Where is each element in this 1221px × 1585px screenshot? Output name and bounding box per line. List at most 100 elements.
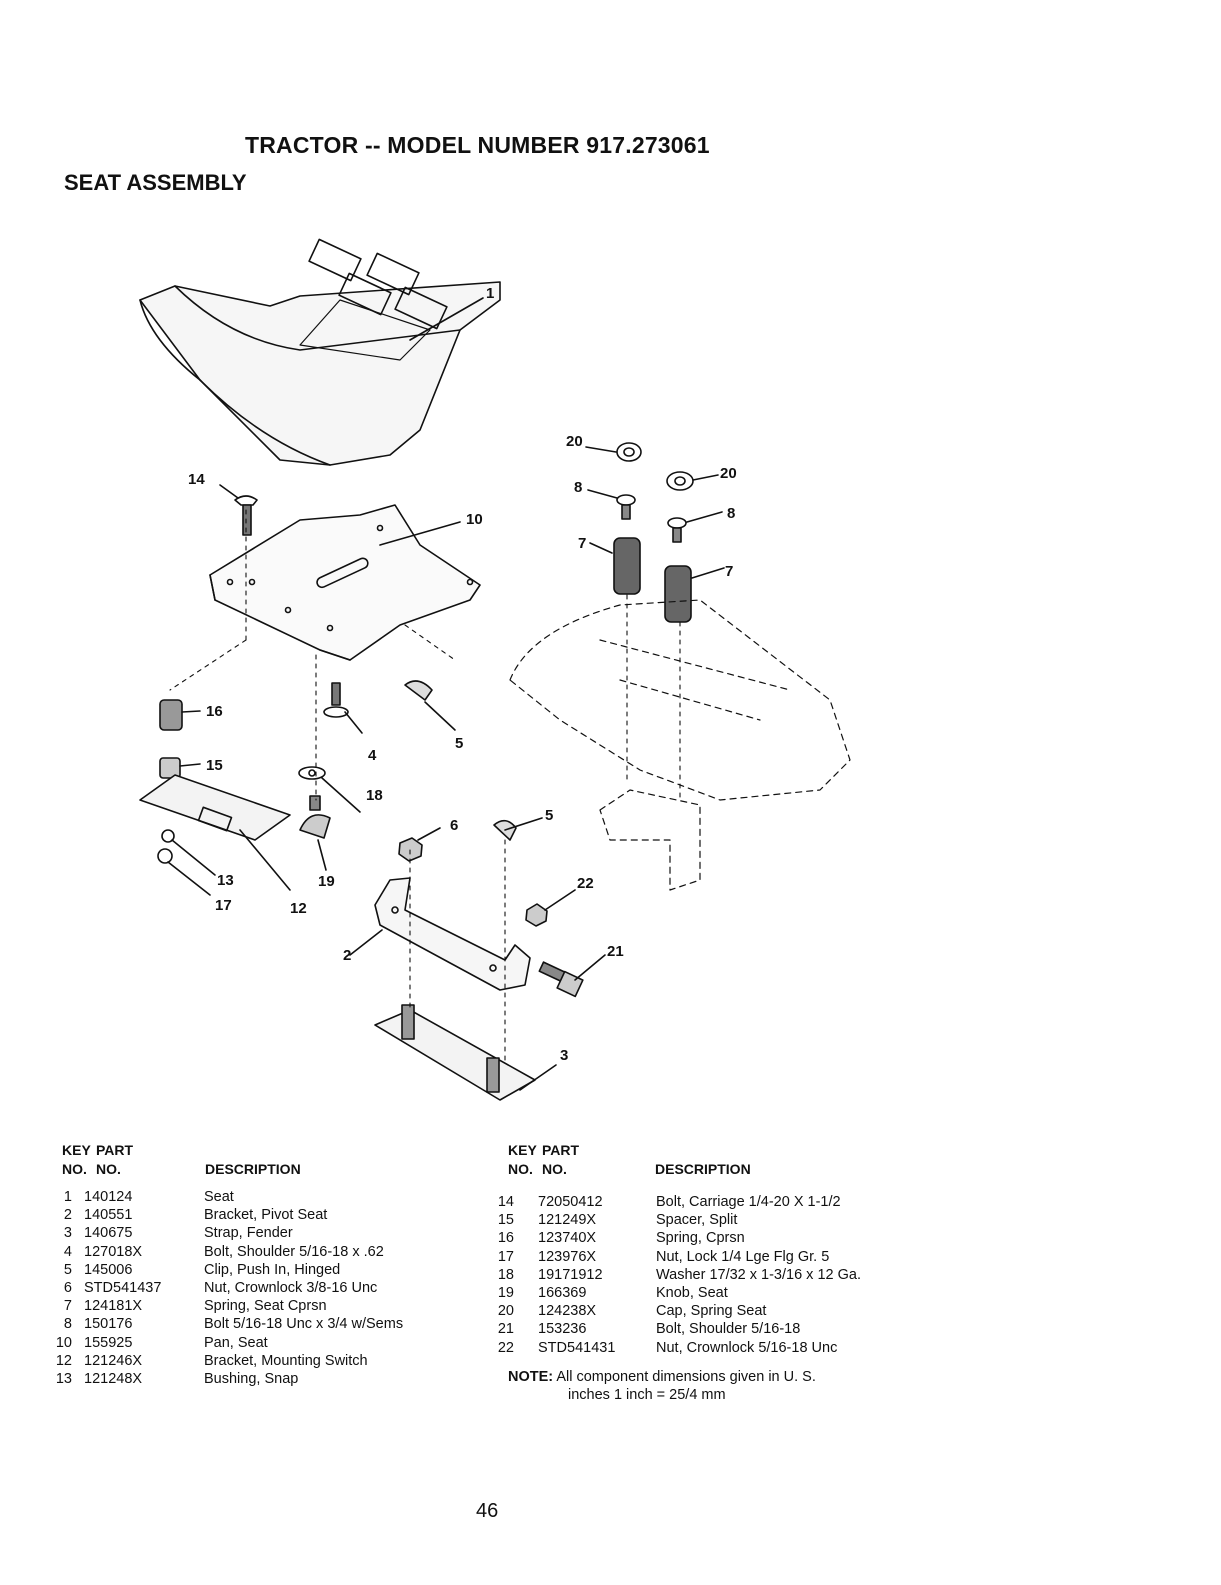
dimension-note: NOTE: All component dimensions given in … — [508, 1368, 816, 1404]
key-cell: 1 — [63, 1189, 72, 1205]
page-title: TRACTOR -- MODEL NUMBER 917.273061 — [245, 132, 710, 158]
description-cell: Cap, Spring Seat — [656, 1303, 767, 1320]
description-cell: Spacer, Split — [656, 1212, 738, 1229]
key-cell: 4 — [63, 1243, 72, 1260]
callout-5a: 5 — [455, 735, 463, 752]
part-header-no-right: NO. — [542, 1161, 567, 1177]
description-cell: Bracket, Mounting Switch — [204, 1352, 368, 1369]
callout-8a: 8 — [574, 479, 582, 496]
key-cell: 2 — [63, 1207, 72, 1224]
part-number-cell: 127018X — [84, 1243, 143, 1260]
key-cell: 10 — [55, 1334, 72, 1351]
key-header-top-right: KEY — [508, 1142, 537, 1158]
callout-5b: 5 — [545, 807, 553, 824]
part-number-cell: STD541431 — [538, 1339, 616, 1356]
key-header-no-right: NO. — [508, 1161, 533, 1177]
note-line-2: inches 1 inch = 25/4 mm — [568, 1387, 726, 1403]
part-number-cell: 124181X — [84, 1298, 143, 1315]
description-cell: Knob, Seat — [656, 1285, 728, 1301]
key-cell: 3 — [63, 1225, 72, 1242]
callout-14: 14 — [188, 471, 205, 488]
part-number-cell: 19171912 — [538, 1266, 603, 1283]
note-line-1: All component dimensions given in U. S. — [556, 1369, 816, 1385]
part-number-cell: 121248X — [84, 1371, 143, 1387]
callout-22: 22 — [577, 875, 594, 892]
description-cell: Bushing, Snap — [204, 1371, 299, 1387]
part-number-cell: 140124 — [84, 1189, 133, 1205]
part-number-cell: 140551 — [84, 1207, 133, 1224]
key-cell: 15 — [497, 1212, 514, 1229]
key-cell: 12 — [55, 1352, 72, 1369]
description-cell: Bolt, Shoulder 5/16-18 x .62 — [204, 1243, 384, 1260]
part-number-cell: 121246X — [84, 1352, 143, 1369]
part-number-cell: 123740X — [538, 1230, 597, 1247]
description-cell: Bolt 5/16-18 Unc x 3/4 w/Sems — [204, 1316, 404, 1333]
description-cell: Bolt, Carriage 1/4-20 X 1-1/2 — [656, 1194, 841, 1210]
key-cell: 14 — [497, 1194, 514, 1210]
callout-7b: 7 — [725, 563, 733, 580]
callout-21: 21 — [607, 943, 624, 960]
part-number-cell: 153236 — [538, 1321, 587, 1338]
part-number-cell: 123976X — [538, 1248, 597, 1265]
callout-16: 16 — [206, 703, 223, 720]
callout-17: 17 — [215, 897, 232, 914]
key-cell: 19 — [497, 1285, 514, 1301]
key-cell: 20 — [497, 1303, 514, 1320]
callout-6: 6 — [450, 817, 458, 834]
callout-20b: 20 — [720, 465, 737, 482]
key-cell: 7 — [63, 1298, 72, 1315]
page-number: 46 — [476, 1500, 499, 1522]
key-cell: 16 — [497, 1230, 514, 1247]
part-number-cell: 166369 — [538, 1285, 587, 1301]
part-header-top: PART — [96, 1142, 134, 1158]
key-cell: 8 — [63, 1316, 72, 1333]
key-cell: 5 — [63, 1261, 72, 1278]
key-header-no: NO. — [62, 1161, 87, 1177]
description-header: DESCRIPTION — [205, 1161, 301, 1177]
callout-7a: 7 — [578, 535, 586, 552]
description-cell: Nut, Crownlock 3/8-16 Unc — [204, 1280, 378, 1296]
callout-18: 18 — [366, 787, 383, 804]
key-cell: 22 — [497, 1339, 514, 1356]
callout-15: 15 — [206, 757, 223, 774]
callout-8b: 8 — [727, 505, 735, 522]
part-number-cell: 155925 — [84, 1334, 133, 1351]
description-cell: Nut, Lock 1/4 Lge Flg Gr. 5 — [656, 1248, 830, 1265]
key-cell: 13 — [55, 1371, 72, 1387]
description-cell: Spring, Seat Cprsn — [204, 1298, 327, 1315]
key-cell: 17 — [497, 1248, 514, 1265]
description-cell: Pan, Seat — [204, 1334, 268, 1351]
callout-3: 3 — [560, 1047, 568, 1064]
description-cell: Washer 17/32 x 1-3/16 x 12 Ga. — [656, 1266, 861, 1283]
callout-20a: 20 — [566, 433, 583, 450]
part-number-cell: 121249X — [538, 1212, 597, 1229]
seat-pan-part — [209, 504, 481, 661]
callout-19: 19 — [318, 873, 335, 890]
key-cell: 6 — [63, 1280, 72, 1296]
key-header-top: KEY — [62, 1142, 91, 1158]
key-cell: 18 — [497, 1266, 514, 1283]
exploded-parts-diagram: 1 2 3 4 5 5 6 7 7 8 8 10 12 13 14 15 16 … — [139, 238, 851, 1101]
callout-4: 4 — [368, 747, 377, 764]
description-cell: Strap, Fender — [204, 1225, 293, 1242]
part-header-no: NO. — [96, 1161, 121, 1177]
part-number-cell: 124238X — [538, 1303, 597, 1320]
description-cell: Clip, Push In, Hinged — [204, 1261, 341, 1278]
description-header-right: DESCRIPTION — [655, 1161, 751, 1177]
description-cell: Seat — [204, 1189, 234, 1205]
description-cell: Bolt, Shoulder 5/16-18 — [656, 1321, 801, 1338]
part-header-top-right: PART — [542, 1142, 580, 1158]
section-title: SEAT ASSEMBLY — [64, 170, 247, 195]
part-number-cell: 145006 — [84, 1261, 133, 1278]
part-number-cell: 140675 — [84, 1225, 133, 1242]
description-cell: Spring, Cprsn — [656, 1230, 745, 1247]
callout-10: 10 — [466, 511, 483, 528]
callout-12: 12 — [290, 900, 307, 917]
callout-13: 13 — [217, 872, 234, 889]
part-number-cell: 72050412 — [538, 1194, 603, 1210]
key-cell: 21 — [497, 1321, 514, 1338]
description-cell: Nut, Crownlock 5/16-18 Unc — [656, 1339, 838, 1356]
description-cell: Bracket, Pivot Seat — [204, 1207, 328, 1224]
seat-part — [139, 238, 501, 466]
part-number-cell: 150176 — [84, 1316, 133, 1333]
